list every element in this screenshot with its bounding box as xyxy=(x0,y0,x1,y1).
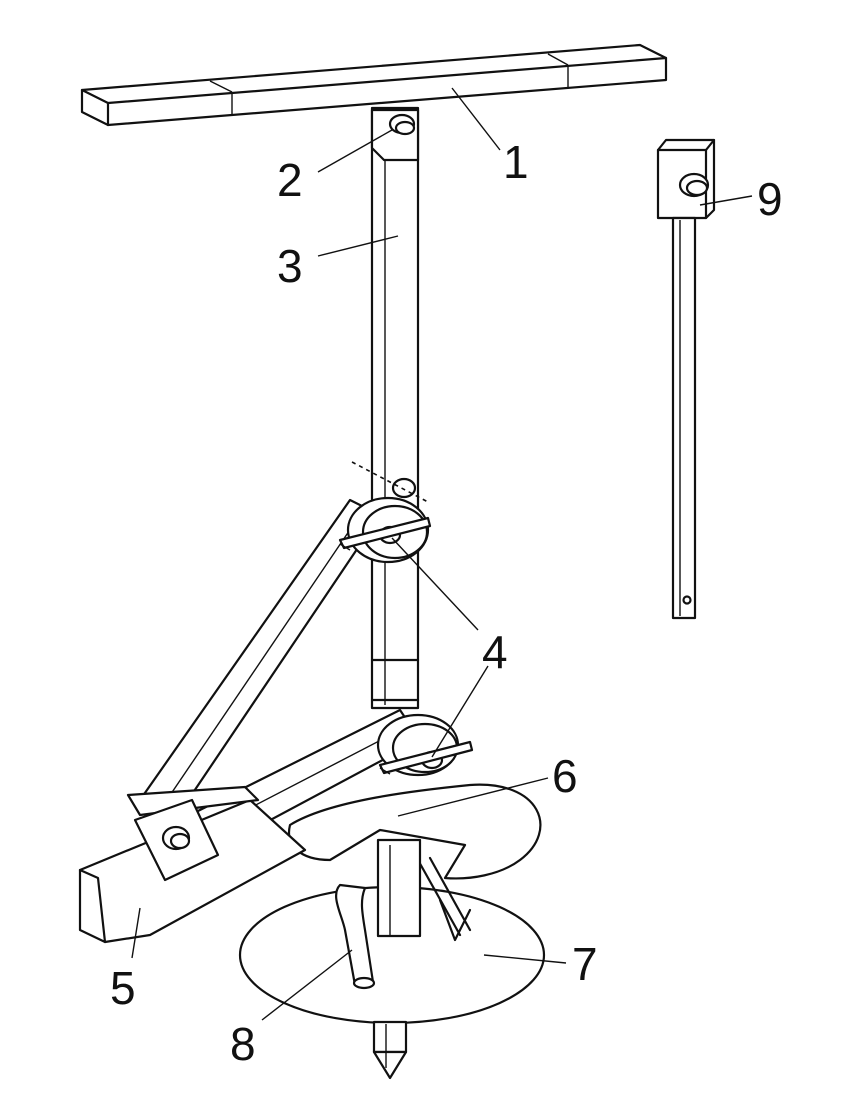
lower-shaft xyxy=(372,838,422,1080)
clamp-upper xyxy=(338,496,432,564)
callout-2: 2 xyxy=(277,154,303,206)
main-shaft xyxy=(351,106,429,710)
callout-7: 7 xyxy=(572,938,598,990)
callout-9: 9 xyxy=(757,173,783,225)
auger-flight-upper xyxy=(287,783,542,937)
callout-labels: 1 2 3 4 5 6 7 8 9 xyxy=(110,136,783,1070)
t-handle-crossbar xyxy=(80,43,668,127)
clamp-lower xyxy=(376,713,474,777)
callout-6: 6 xyxy=(552,750,578,802)
callout-3: 3 xyxy=(277,240,303,292)
callout-8: 8 xyxy=(230,1018,256,1070)
callout-4: 4 xyxy=(482,626,508,678)
callout-5: 5 xyxy=(110,962,136,1014)
bent-rod xyxy=(335,883,376,990)
callout-1: 1 xyxy=(503,136,529,188)
extension-rod xyxy=(656,138,716,620)
cutter-blade xyxy=(78,785,307,944)
leader-lines xyxy=(131,87,753,1021)
